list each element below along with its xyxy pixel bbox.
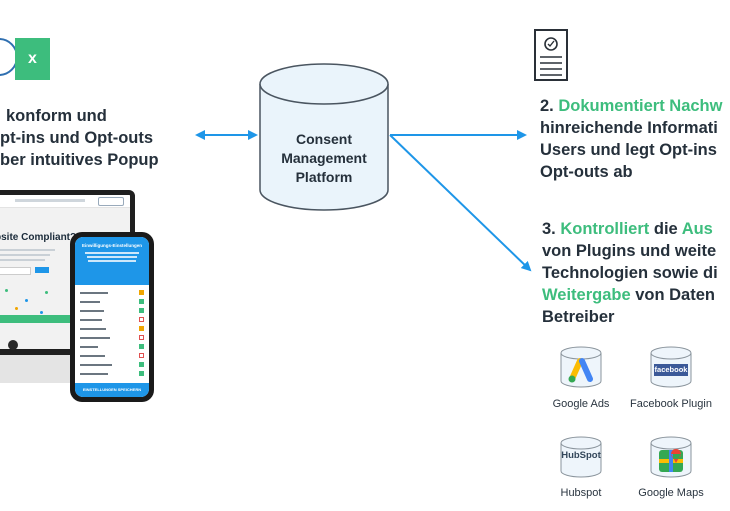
service-label-facebook: Facebook Plugin — [630, 398, 712, 410]
cmp-line-1: Consent — [296, 131, 352, 147]
monitor-scatter — [0, 281, 130, 321]
facebook-icon — [650, 346, 692, 388]
right2-line-4: Weitergabe von Daten — [542, 284, 718, 306]
right1-line-2: hinreichende Informati — [540, 119, 718, 137]
monitor-heading: bsite Compliant? — [0, 232, 77, 243]
phone-mockup: Einwilligungs-Einstellungen EINSTELLUNGE… — [70, 232, 154, 402]
left-line-2: pt-ins und Opt-outs — [0, 129, 154, 147]
facebook-logo-text: facebook — [654, 365, 688, 374]
phone-save-button[interactable]: EINSTELLUNGEN SPEICHERN — [75, 383, 149, 397]
hubspot-icon — [560, 436, 602, 478]
cmp-cylinder — [259, 63, 389, 211]
right-text-2: 3. Kontrolliert die Aus von Plugins und … — [542, 218, 718, 328]
service-label-hubspot: Hubspot — [560, 487, 602, 499]
right1-line-3: Users und legt Opt-ins — [540, 141, 717, 159]
right2-highlight-2: Aus — [681, 220, 713, 238]
right2-highlight-3: Weitergabe — [542, 286, 631, 304]
cmp-label: Consent Management Platform — [256, 130, 392, 187]
left-line-3: ber intuitives Popup — [0, 151, 159, 169]
google-ads-icon — [560, 346, 602, 388]
right1-line-4: Opt-outs ab — [540, 163, 633, 181]
right2-highlight-1: Kontrolliert — [560, 220, 650, 238]
hubspot-logo-text: HubSpot — [561, 450, 601, 461]
service-label-google-ads: Google Ads — [552, 398, 610, 410]
cmp-line-2: Management — [281, 150, 367, 166]
right1-highlight: Dokumentiert Nachw — [558, 97, 723, 115]
right1-line-1: 2. Dokumentiert Nachw — [540, 95, 722, 117]
right2-line-1: 3. Kontrolliert die Aus — [542, 218, 718, 240]
monitor-green-band — [0, 315, 130, 323]
phone-header: Einwilligungs-Einstellungen — [75, 237, 149, 285]
arrow-right-down — [389, 134, 532, 272]
right2-prefix: 3. — [542, 220, 561, 238]
phone-heading: Einwilligungs-Einstellungen — [81, 243, 142, 248]
right2-line-2: von Plugins und weite — [542, 242, 717, 260]
right2-line4-rest: von Daten — [630, 286, 715, 304]
monitor-navbar — [0, 195, 130, 208]
document-icon — [534, 29, 568, 81]
phone-toggle-list — [75, 285, 149, 383]
left-text: konform und pt-ins und Opt-outs ber intu… — [0, 105, 159, 171]
right1-prefix: 2. — [540, 97, 559, 115]
service-label-google-maps: Google Maps — [638, 487, 704, 499]
right2-line-5: Betreiber — [542, 308, 615, 326]
google-maps-icon — [650, 436, 692, 478]
reject-x-icon: x — [15, 38, 50, 80]
left-line-1: konform und — [6, 107, 107, 125]
x-letter: x — [28, 50, 37, 67]
cmp-line-3: Platform — [295, 169, 353, 185]
apple-logo-icon — [8, 340, 18, 350]
right-text-1: 2. Dokumentiert Nachw hinreichende Infor… — [540, 95, 722, 183]
right2-mid: die — [649, 220, 682, 238]
right2-line-3: Technologien sowie di — [542, 264, 718, 282]
phone-screen: Einwilligungs-Einstellungen EINSTELLUNGE… — [75, 237, 149, 397]
